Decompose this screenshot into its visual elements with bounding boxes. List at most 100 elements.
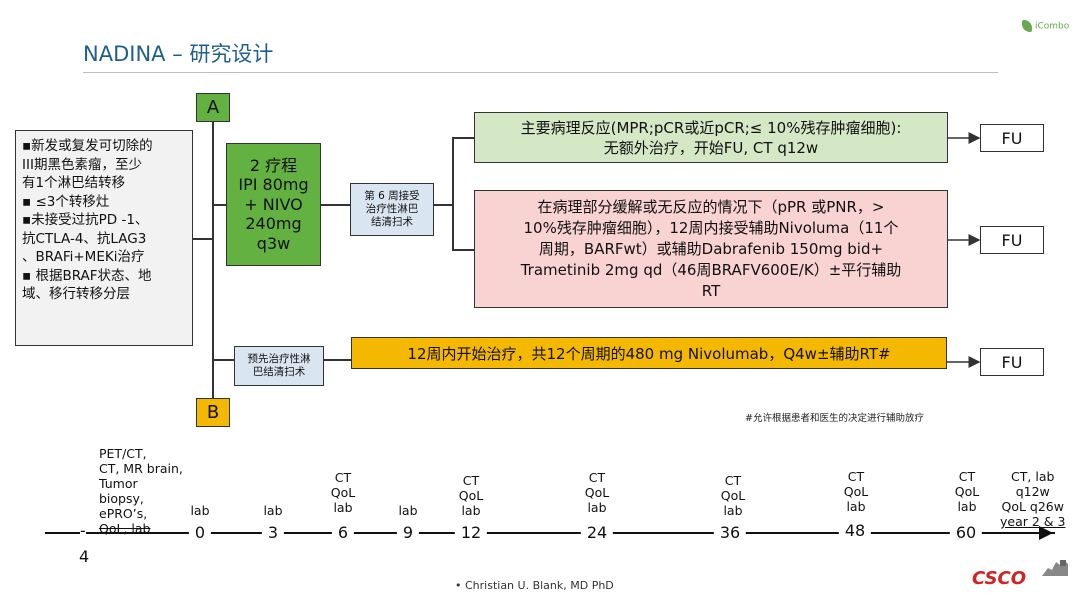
logo-text: iCombo — [1035, 21, 1070, 32]
surgery-line: 预先治疗性淋 — [247, 353, 311, 365]
timeline-note-group: CT QoL lab — [955, 469, 979, 514]
eligibility-box: ▪新发或复发可切除的 III期黑色素瘤，至少 有1个淋巴结转移 ▪ ≤3个转移灶… — [15, 130, 193, 346]
timeline-note: lab — [461, 503, 481, 518]
outcome-line: RT — [701, 281, 721, 300]
timeline-note: lab — [333, 500, 353, 515]
timeline-week-label: 12 — [454, 524, 488, 542]
outcome-line: 无额外治疗，开始FU, CT q12w — [603, 138, 819, 157]
connector — [324, 359, 351, 361]
timeline-note: lab — [723, 503, 743, 518]
surgery-line: 巴结清扫术 — [252, 366, 306, 378]
eligibility-line: ▪ ≤3个转移灶 — [22, 193, 110, 210]
arm-a-label: A — [196, 93, 230, 122]
timeline-note-group: CT QoL lab — [459, 473, 483, 518]
timeline-minus: - — [80, 521, 86, 540]
title-divider — [83, 72, 998, 73]
eligibility-line: 抗CTLA-4、抗LAG3 — [22, 230, 147, 247]
timeline-note: CT — [334, 470, 352, 485]
timeline-note: lab — [263, 503, 283, 518]
timeline-week-label: 4 — [79, 547, 90, 566]
timeline-week-label: 0 — [188, 524, 212, 542]
arm-a-surgery: 第 6 周接受 治疗性淋巴 结清扫术 — [350, 183, 434, 236]
timeline-note: lab — [957, 499, 977, 514]
eligibility-line: ▪ 根据BRAF状态、地 — [22, 267, 152, 284]
great-wall-icon — [1042, 560, 1068, 576]
eligibility-line: ▪未接受过抗PD -1、 — [22, 212, 149, 228]
connector — [452, 137, 474, 139]
outcome-line: Trametinib 2mg qd（46周BRAFV600E/K）±平行辅助 — [520, 260, 902, 279]
timeline-note-group: lab — [263, 503, 282, 518]
eligibility-line: 、BRAFi+MEKi治疗 — [22, 249, 145, 265]
timeline-note: CT — [958, 469, 976, 484]
timeline-note-group: CT QoL lab — [585, 470, 609, 515]
connector — [452, 137, 454, 250]
timeline-note: CT, lab — [1011, 469, 1055, 484]
timeline-arrowhead — [1039, 526, 1053, 540]
timeline-note: CT — [847, 469, 865, 484]
timeline-note-group: lab — [398, 503, 417, 518]
timeline-week-label: 3 — [261, 524, 285, 542]
timeline-note: PET/CT, — [99, 446, 147, 461]
csco-logo: CSCO — [972, 568, 1027, 589]
outcome-line: 周期，BARFwt）或辅助Dabrafenib 150mg bid+ — [538, 239, 884, 258]
timeline-note: ePRO’s, — [99, 506, 148, 521]
connector — [193, 238, 213, 240]
timeline-note: q12w — [1015, 484, 1050, 499]
timeline-note: CT, MR brain, — [99, 461, 183, 476]
connector — [452, 249, 474, 251]
timeline-note-group: CT QoL lab — [721, 473, 745, 518]
timeline-week-label: 48 — [838, 522, 872, 540]
leaf-icon — [1022, 20, 1032, 32]
arm-a-regimen: 2 疗程 IPI 80mg + NIVO 240mg q3w — [226, 143, 321, 266]
timeline-week-label: 9 — [396, 524, 420, 542]
outcome-major-response: 主要病理反应(MPR;pCR或近pCR;≤ 10%残存肿瘤细胞): 无额外治疗，… — [474, 112, 948, 163]
surgery-line: 治疗性淋巴 — [365, 203, 419, 215]
timeline-week-label: 6 — [331, 524, 355, 542]
timeline-note: lab — [398, 503, 418, 518]
timeline-note: QoL — [584, 485, 610, 500]
timeline-note: CT — [588, 470, 606, 485]
follow-up-box: FU — [980, 124, 1044, 152]
timeline-note: QoL — [458, 488, 484, 503]
timeline-note: lab — [190, 503, 210, 518]
regimen-line: q3w — [256, 233, 291, 253]
regimen-line: IPI 80mg — [238, 175, 309, 195]
eligibility-line: 有1个淋巴结转移 — [22, 175, 126, 191]
arm-b-treatment: 12周内开始治疗，共12个周期的480 mg Nivolumab，Q4w±辅助R… — [351, 337, 947, 369]
arm-b-surgery: 预先治疗性淋 巴结清扫术 — [234, 346, 324, 386]
speaker-credit: • Christian U. Blank, MD PhD — [455, 579, 614, 592]
arrows-to-fu — [947, 132, 981, 368]
timeline-note: year 2 & 3 — [1000, 514, 1066, 529]
icombo-logo: iCombo — [1022, 20, 1069, 32]
surgery-line: 第 6 周接受 — [364, 190, 420, 202]
page-title: NADINA – 研究设计 — [83, 42, 274, 66]
follow-up-box: FU — [980, 348, 1044, 376]
timeline-note: Tumor — [99, 476, 138, 491]
connector — [321, 204, 350, 206]
outcome-partial-response: 在病理部分缓解或无反应的情况下（pPR 或PNR，> 10%残存肿瘤细胞），12… — [474, 190, 948, 308]
timeline-note: QoL — [330, 485, 356, 500]
timeline-week-label: 24 — [580, 524, 614, 542]
timeline-note-group: CT QoL lab — [331, 470, 355, 515]
timeline-note: biopsy, — [99, 491, 144, 506]
timeline-note: QoL — [954, 484, 980, 499]
regimen-line: 2 疗程 — [249, 155, 298, 175]
timeline-note-group: CT QoL lab — [844, 469, 868, 514]
outcome-line: 10%残存肿瘤细胞），12周内接受辅助Nivoluma（11个 — [523, 218, 899, 237]
timeline-note: CT — [724, 473, 742, 488]
regimen-line: + NIVO — [244, 194, 303, 214]
timeline-note: QoL — [843, 484, 869, 499]
connector — [434, 204, 453, 206]
timeline-baseline-notes: PET/CT, CT, MR brain, Tumor biopsy, ePRO… — [99, 446, 183, 536]
timeline-note-group: lab — [190, 503, 209, 518]
randomization-line — [212, 122, 214, 400]
timeline-final-notes: CT, lab q12w QoL q26w year 2 & 3 — [1000, 469, 1065, 529]
surgery-line: 结清扫术 — [370, 216, 413, 228]
timeline-axis — [45, 532, 1055, 534]
timeline-note: lab — [587, 500, 607, 515]
connector — [212, 359, 234, 361]
timeline-note: CT — [462, 473, 480, 488]
regimen-line: 240mg — [245, 214, 302, 234]
timeline-week-label: 36 — [713, 524, 747, 542]
eligibility-line: III期黑色素瘤，至少 — [22, 156, 142, 173]
